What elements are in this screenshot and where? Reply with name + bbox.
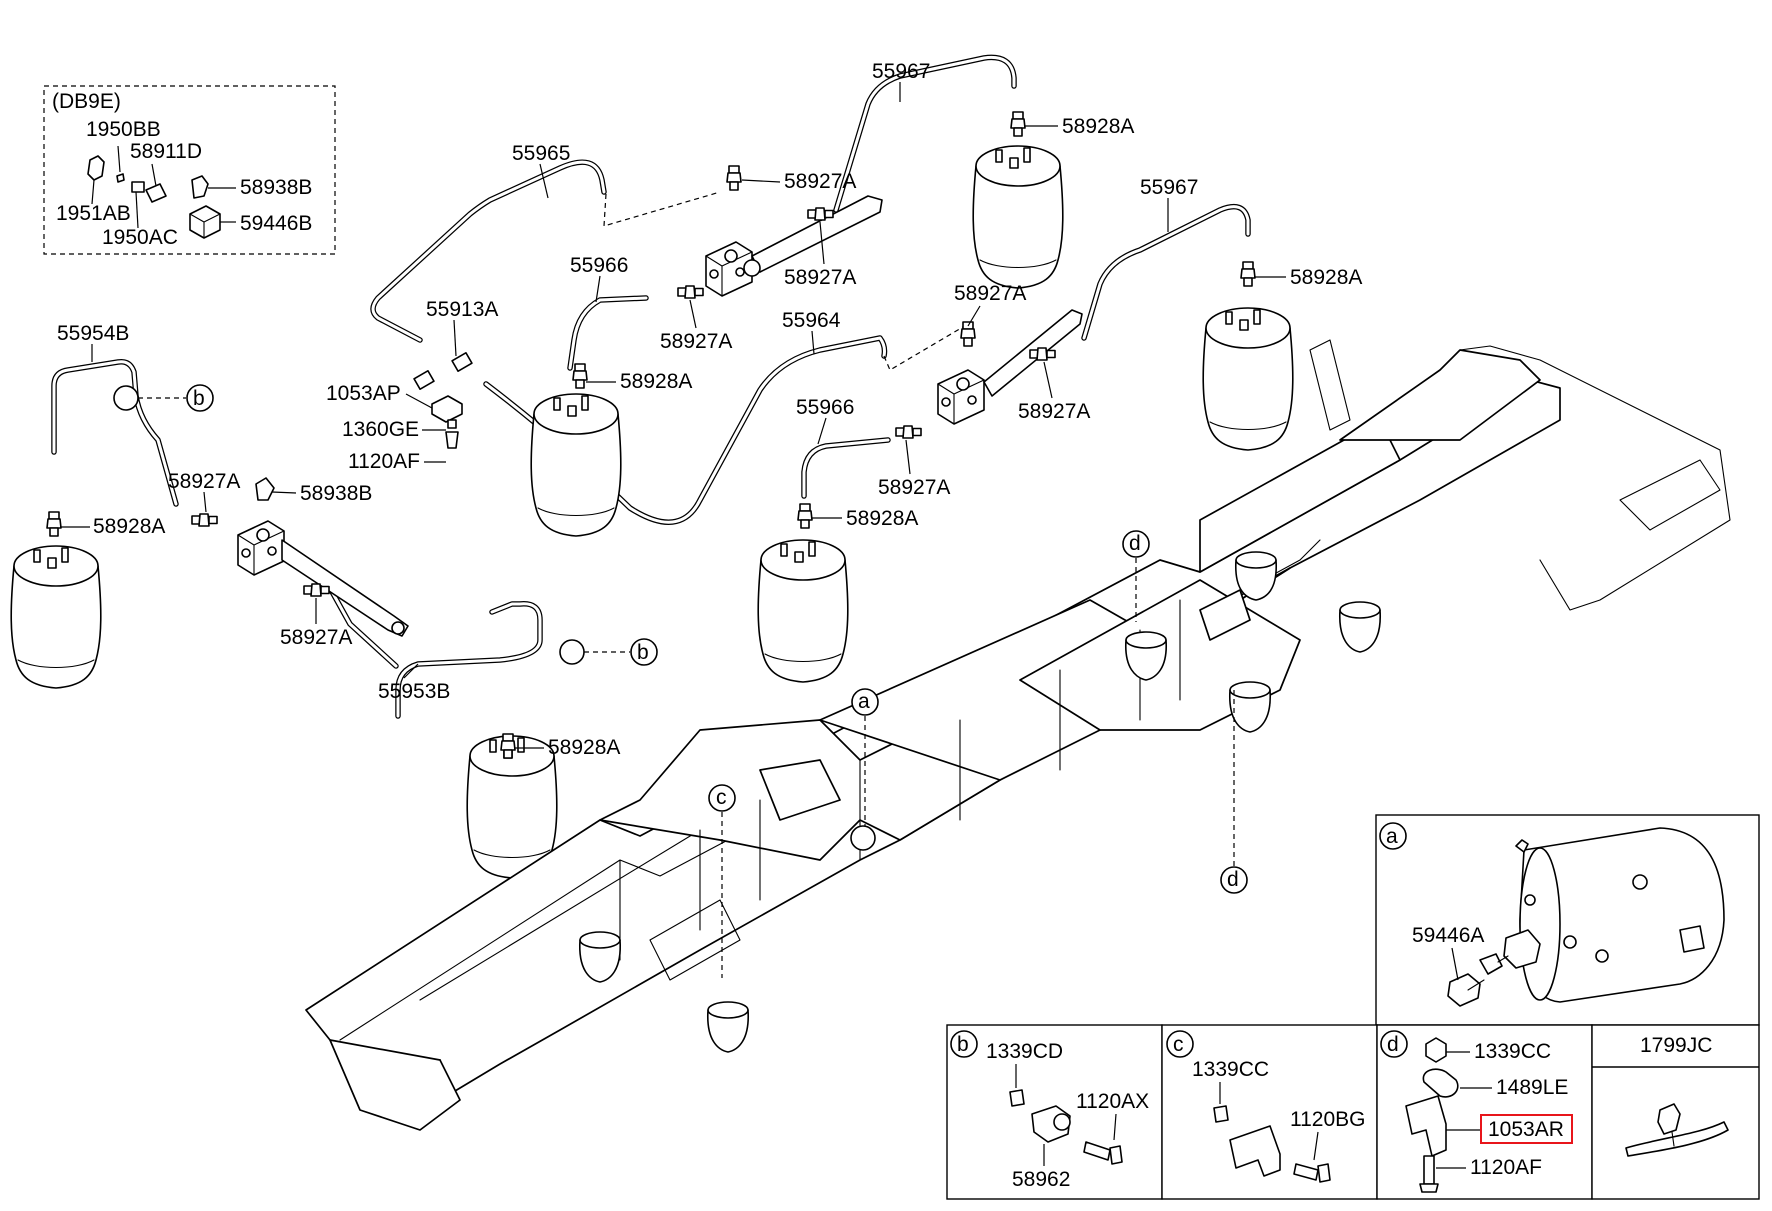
detail-c-label-1339CC: 1339CC <box>1192 1058 1269 1081</box>
detail-panel-b: b 1339CD 1120AX 58962 <box>946 1024 1163 1200</box>
chassis-springs <box>579 551 1381 1053</box>
callout-58927A-6: 58927A <box>878 476 950 499</box>
label-1950AC: 1950AC <box>102 226 178 249</box>
callout-58927A-3: 58927A <box>660 330 732 353</box>
detail-d-label-1489LE: 1489LE <box>1496 1076 1568 1099</box>
air-spring-right <box>1202 307 1294 451</box>
leveling-valve-left <box>237 520 409 637</box>
detail-c-label-1120BG: 1120BG <box>1290 1108 1366 1131</box>
ref-a: a <box>858 690 870 713</box>
callouts: 55954B 55965 55967 55967 55966 55966 559… <box>57 60 1362 759</box>
callout-58928A-4: 58928A <box>1062 115 1134 138</box>
detail-a-ref: a <box>1386 825 1398 848</box>
ref-d-top: d <box>1129 532 1141 555</box>
callout-55964: 55964 <box>782 309 841 332</box>
ref-c: c <box>716 786 727 809</box>
callout-55967-right: 55967 <box>1140 176 1198 199</box>
detail-c-ref: c <box>1173 1033 1184 1056</box>
callout-55954B: 55954B <box>57 322 129 345</box>
callout-58928A-1: 58928A <box>93 515 165 538</box>
callout-58928A-3: 58928A <box>620 370 692 393</box>
callout-58938B: 58938B <box>300 482 372 505</box>
label-58938B: 58938B <box>240 176 312 199</box>
callout-58928A-2: 58928A <box>548 736 620 759</box>
callout-55966-right: 55966 <box>796 396 854 419</box>
callout-55913A: 55913A <box>426 298 498 321</box>
detail-1799JC-title: 1799JC <box>1640 1034 1712 1057</box>
air-spring-left <box>10 545 102 689</box>
callout-58928A-6: 58928A <box>846 507 918 530</box>
highlight-box-1053AR <box>1480 1114 1573 1144</box>
air-spring-top <box>972 145 1064 289</box>
variant-box-db9e: (DB9E) 1950BB 58911D 58938B 1951AB 59446… <box>43 85 336 255</box>
detail-d-label-1120AF: 1120AF <box>1470 1156 1542 1179</box>
callout-58927A-7: 58927A <box>168 470 240 493</box>
detail-d-label-1053AR: 1053AR <box>1488 1118 1564 1141</box>
air-spring-mid <box>757 539 849 683</box>
callout-55953B: 55953B <box>378 680 450 703</box>
detail-b-label-1120AX: 1120AX <box>1076 1090 1149 1113</box>
callout-58928A-5: 58928A <box>1290 266 1362 289</box>
label-58911D: 58911D <box>130 140 202 163</box>
db9e-parts <box>87 145 236 239</box>
ref-b-left: b <box>193 387 205 410</box>
detail-b-label-58962: 58962 <box>1012 1168 1070 1191</box>
callout-1120AF: 1120AF <box>348 450 420 473</box>
callout-58927A-2: 58927A <box>784 266 856 289</box>
callout-1053AP: 1053AP <box>326 382 401 405</box>
detail-panel-a: a 59446A <box>1375 814 1760 1026</box>
detail-b-label-1339CD: 1339CD <box>986 1040 1063 1063</box>
detail-d-ref: d <box>1387 1033 1399 1056</box>
detail-d-label-1339CC: 1339CC <box>1474 1040 1551 1063</box>
detail-panel-1799JC: 1799JC <box>1591 1024 1760 1200</box>
callout-58927A-5: 58927A <box>1018 400 1090 423</box>
ref-b-right: b <box>637 641 649 664</box>
callout-58927A-8: 58927A <box>280 626 352 649</box>
callout-58927A-4: 58927A <box>954 282 1026 305</box>
callout-55967-top: 55967 <box>872 60 930 83</box>
air-spring-center <box>530 393 622 537</box>
label-1950BB: 1950BB <box>86 118 161 141</box>
air-lines <box>51 54 1251 719</box>
callout-1360GE: 1360GE <box>342 418 419 441</box>
callout-58927A-1: 58927A <box>784 170 856 193</box>
detail-panel-d: d 1339CC 1489LE 1053AR 1120AF <box>1376 1024 1593 1200</box>
detail-a-label-59446A: 59446A <box>1412 924 1484 947</box>
detail-b-ref: b <box>957 1033 969 1056</box>
ref-d-bottom: d <box>1227 868 1239 891</box>
reference-bubbles: b b a c d d <box>138 384 1248 978</box>
label-1951AB: 1951AB <box>56 202 131 225</box>
detail-panel-c: c 1339CC 1120BG <box>1161 1024 1378 1200</box>
label-59446B: 59446B <box>240 212 312 235</box>
leveling-valve-center <box>705 195 883 297</box>
callout-55966-center: 55966 <box>570 254 628 277</box>
callout-55965: 55965 <box>512 142 570 165</box>
variant-title: (DB9E) <box>52 90 121 113</box>
